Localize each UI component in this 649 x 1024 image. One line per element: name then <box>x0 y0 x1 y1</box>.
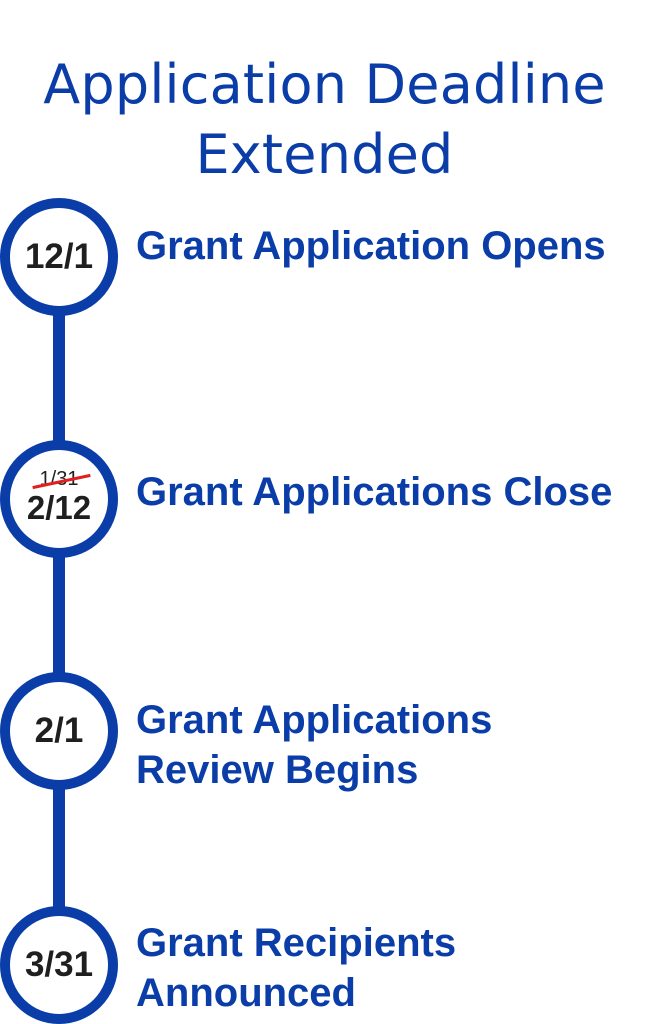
extended-date: 2/12 <box>26 488 92 526</box>
milestone-label-line: Grant Applications <box>136 698 493 742</box>
milestone-label-1: Grant Application Opens <box>136 221 606 271</box>
milestone-date-circle-2: 1/31 2/12 <box>0 440 118 558</box>
title-line-1: Application Deadline <box>43 53 606 117</box>
milestone-label-line: Announced <box>136 971 356 1015</box>
milestone-label-line: Grant Applications Close <box>136 470 613 514</box>
milestone-date-circle-1: 12/1 <box>0 198 118 316</box>
milestone-date-circle-4: 3/31 <box>0 906 118 1024</box>
timeline-connector-line <box>53 300 65 940</box>
milestone-date: 2/1 <box>34 711 84 750</box>
milestone-label-4: Grant Recipients Announced <box>136 918 456 1018</box>
milestone-date-circle-3: 2/1 <box>0 672 118 790</box>
milestone-label-2: Grant Applications Close <box>136 467 612 517</box>
page-title: Application Deadline Extended <box>0 50 649 190</box>
original-date-struck-through: 1/31 <box>39 467 79 490</box>
milestone-date: 3/31 <box>24 945 94 984</box>
milestone-label-line: Grant Recipients <box>136 921 457 965</box>
milestone-label-line: Grant Application Opens <box>136 224 606 268</box>
milestone-date: 12/1 <box>24 237 94 276</box>
milestone-label-line: Review Begins <box>136 748 419 792</box>
title-line-2: Extended <box>195 123 454 187</box>
milestone-label-3: Grant Applications Review Begins <box>136 695 492 795</box>
